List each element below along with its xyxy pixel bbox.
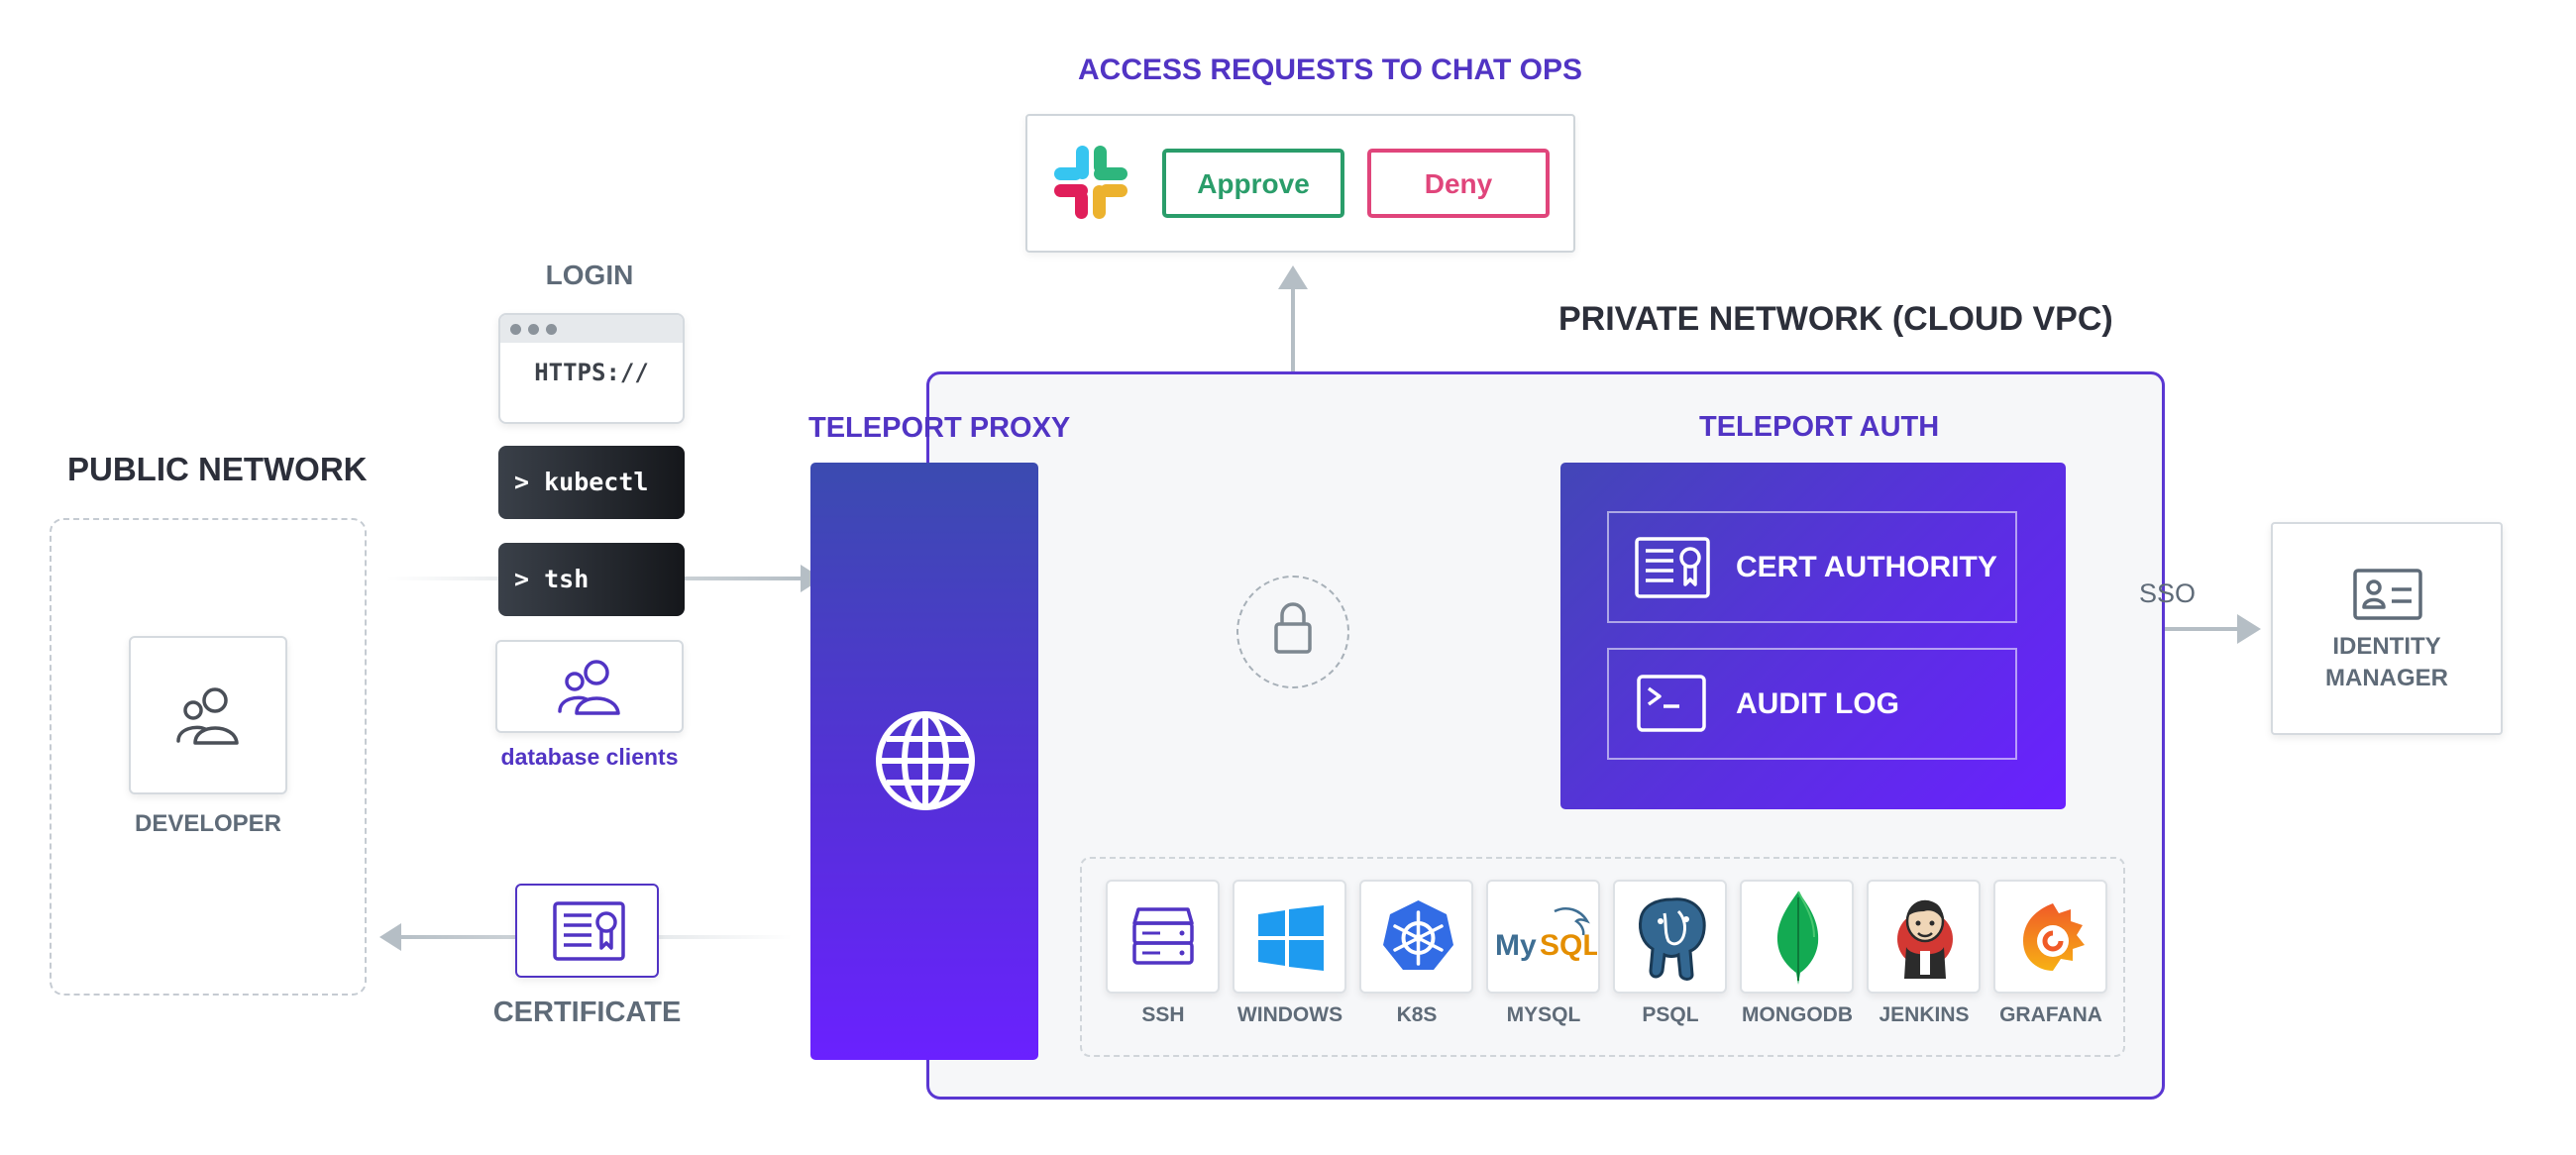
tsh-terminal[interactable]: > tsh: [498, 543, 685, 616]
grafana-icon: [2023, 903, 2085, 971]
service-psql[interactable]: [1613, 880, 1727, 994]
cert-authority-label: CERT AUTHORITY: [1736, 551, 1997, 583]
mongodb-icon: [1776, 891, 1819, 985]
developer-label: DEVELOPER: [134, 810, 282, 837]
browser-url: HTTPS://: [534, 359, 649, 386]
audit-log-item: AUDIT LOG: [1607, 648, 2017, 760]
identity-manager-card: IDENTITY MANAGER: [2271, 522, 2503, 735]
server-icon: [1132, 907, 1194, 965]
teleport-proxy-title: TELEPORT PROXY: [808, 412, 1071, 444]
certificate-card: [515, 884, 659, 978]
service-label: WINDOWS: [1236, 1003, 1343, 1026]
browser-window[interactable]: HTTPS://: [498, 313, 685, 424]
jenkins-icon: [1897, 899, 1953, 979]
service-label: SSH: [1141, 1003, 1185, 1026]
sso-label: SSO: [2138, 578, 2197, 608]
certificate-icon: [1635, 537, 1710, 598]
chat-ops-title: ACCESS REQUESTS TO CHAT OPS: [1078, 53, 1582, 86]
approve-button[interactable]: Approve: [1162, 149, 1344, 218]
service-k8s[interactable]: [1359, 880, 1473, 994]
teleport-auth-title: TELEPORT AUTH: [1699, 411, 1940, 443]
window-dot-icon: [528, 324, 539, 335]
id-card-icon: [2353, 569, 2422, 620]
kubernetes-icon: [1383, 900, 1453, 970]
service-windows[interactable]: [1233, 880, 1346, 994]
service-label: MYSQL: [1506, 1003, 1581, 1026]
service-label: JENKINS: [1878, 1003, 1970, 1026]
cert-authority-item: CERT AUTHORITY: [1607, 511, 2017, 623]
identity-manager-label-line2: MANAGER: [2325, 665, 2448, 691]
service-label: PSQL: [1642, 1003, 1699, 1026]
developer-card: [129, 636, 287, 794]
public-network-title: PUBLIC NETWORK: [67, 451, 368, 487]
service-mongodb[interactable]: [1740, 880, 1854, 994]
certificate-label: CERTIFICATE: [492, 997, 682, 1028]
users-icon: [558, 660, 620, 715]
slack-icon: [1054, 146, 1127, 219]
service-label: GRAFANA: [1999, 1003, 2102, 1026]
service-ssh[interactable]: [1106, 880, 1220, 994]
lock-icon: [1274, 602, 1312, 654]
terminal-icon: [1637, 675, 1706, 732]
mysql-icon: My SQL: [1495, 907, 1597, 962]
certificate-icon: [553, 901, 625, 961]
services-area: [1080, 857, 2125, 1057]
database-clients-label: database clients: [500, 744, 679, 770]
identity-manager-label-line1: IDENTITY: [2332, 633, 2441, 660]
deny-button[interactable]: Deny: [1367, 149, 1550, 218]
public-network-area: [50, 518, 367, 996]
login-title: LOGIN: [545, 260, 634, 290]
private-network-title: PRIVATE NETWORK (CLOUD VPC): [1558, 300, 2113, 338]
users-icon: [176, 687, 239, 745]
service-mysql[interactable]: My SQL: [1486, 880, 1600, 994]
windows-icon: [1258, 905, 1324, 971]
svg-text:SQL: SQL: [1540, 929, 1597, 962]
teleport-auth: [1560, 463, 2066, 809]
database-clients-card[interactable]: [495, 640, 684, 733]
postgresql-icon: [1639, 897, 1706, 981]
audit-log-label: AUDIT LOG: [1736, 687, 1899, 720]
window-dot-icon: [510, 324, 521, 335]
service-label: K8S: [1396, 1003, 1438, 1026]
service-label: MONGODB: [1742, 1003, 1853, 1026]
window-dot-icon: [546, 324, 557, 335]
svg-text:My: My: [1495, 929, 1537, 962]
globe-icon: [876, 711, 975, 810]
service-jenkins[interactable]: [1867, 880, 1981, 994]
kubectl-terminal[interactable]: > kubectl: [498, 446, 685, 519]
service-grafana[interactable]: [1993, 880, 2107, 994]
lock-node: [1236, 576, 1349, 688]
